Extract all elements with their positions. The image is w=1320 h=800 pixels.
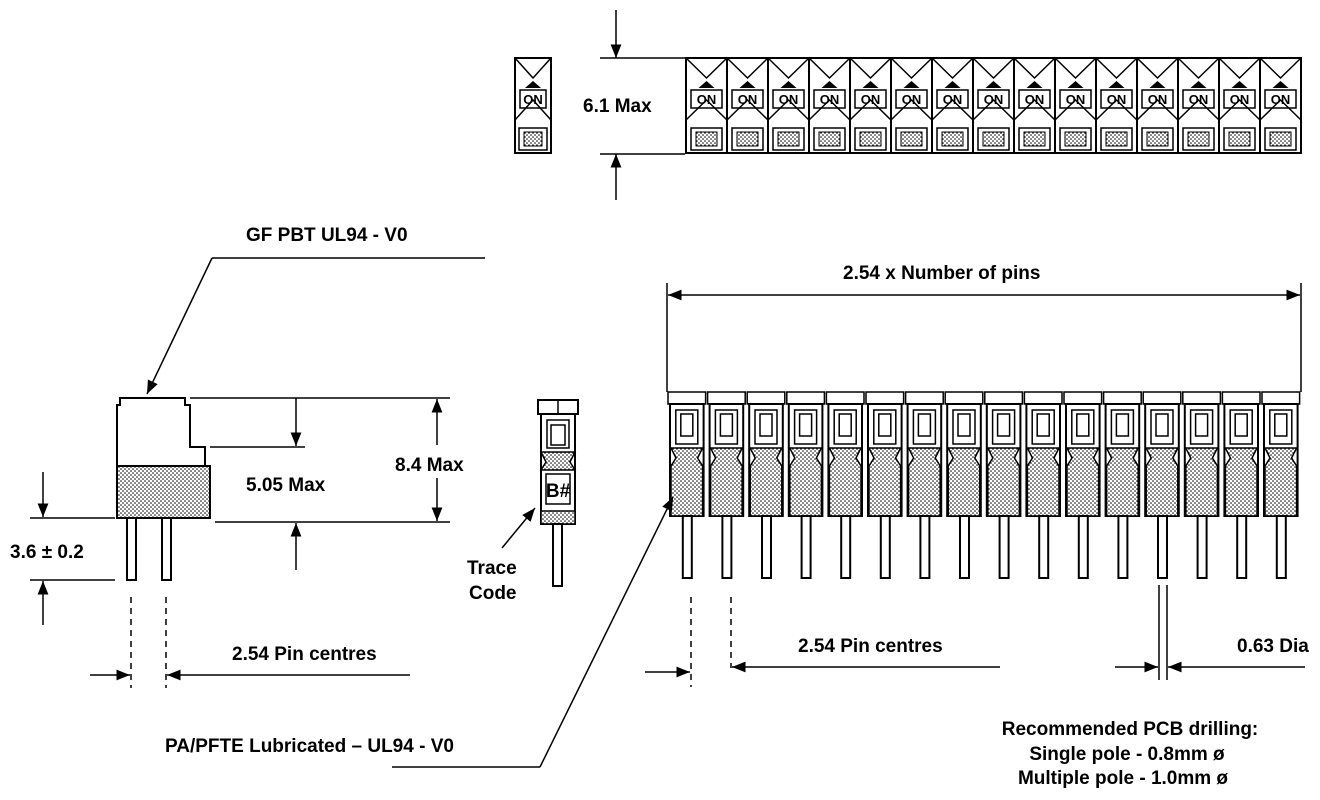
side-view-pin-length-dim: 3.6 ± 0.2 [10,472,115,625]
top-switch-6: ON [890,57,933,154]
top-switch-12: ON [1136,57,1179,154]
slider-material-label: PA/PFTE Lubricated – UL94 - V0 [165,736,454,757]
slider-material-leader: PA/PFTE Lubricated – UL94 - V0 [165,496,674,768]
top-switch-on-label: ON [1189,92,1209,107]
height-5-05-label: 5.05 Max [246,475,326,496]
side-view-material-leader: GF PBT UL94 - V0 [146,225,485,395]
front-switch-4 [786,391,826,579]
front-view-switch-row [667,391,1301,579]
top-switch-on-label: ON [1066,92,1086,107]
front-view-pin-centres-dim: 2.54 Pin centres [645,597,1000,687]
pcb-single-pole: Single pole - 0.8mm ø [1029,744,1225,765]
top-switch-1: ON [685,57,728,154]
top-switch-11: ON [1095,57,1138,154]
slider-detail: B# Trace Code [467,399,579,604]
top-height-label: 6.1 Max [583,96,652,117]
top-switch-10: ON [1054,57,1097,154]
slider-marking: B# [546,481,571,502]
top-switch-2: ON [726,57,769,154]
top-switch-on-label: ON [943,92,963,107]
top-switch-on-label: ON [1107,92,1127,107]
front-switch-14 [1182,391,1222,579]
front-switch-8 [944,391,984,579]
side-view-body [116,397,211,581]
top-switch-4: ON [808,57,851,154]
side-pin-centres-label: 2.54 Pin centres [232,644,377,665]
front-switch-13 [1142,391,1182,579]
front-switch-2 [706,391,746,579]
front-switch-1 [667,391,707,579]
top-switch-15: ON [1259,57,1302,154]
front-width-label: 2.54 x Number of pins [843,263,1040,284]
front-switch-10 [1023,391,1063,579]
top-switch-on-label: ON [1271,92,1291,107]
top-switch-3: ON [767,57,810,154]
pcb-heading: Recommended PCB drilling: [1002,719,1259,740]
top-view-single-switch: ON [514,57,552,154]
top-switch-on-label: ON [1025,92,1045,107]
trace-code-line2: Code [469,583,517,604]
front-switch-3 [746,391,786,579]
pin-length-label: 3.6 ± 0.2 [10,542,84,563]
front-switch-5 [825,391,865,579]
front-switch-9 [984,391,1024,579]
front-view-width-dim: 2.54 x Number of pins [666,263,1302,392]
front-switch-12 [1102,391,1142,579]
top-switch-on-label: ON [1230,92,1250,107]
top-switch-5: ON [849,57,892,154]
top-view-switch-row: ON ON ON ON ON ON ON ON ON ON ON ON ON ON ON [685,57,1302,154]
top-switch-on-label: ON [861,92,881,107]
top-switch-on-label: ON [902,92,922,107]
top-switch-on-label: ON [738,92,758,107]
top-switch-on-label: ON [779,92,799,107]
front-switch-11 [1063,391,1103,579]
body-material-label: GF PBT UL94 - V0 [246,225,408,246]
pin-dia-label: 0.63 Dia [1237,636,1309,657]
top-view-height-dim: 6.1 Max [583,10,685,200]
top-switch-7: ON [931,57,974,154]
front-switch-7 [904,391,944,579]
pcb-drilling-note: Recommended PCB drilling: Single pole - … [1002,719,1259,789]
side-view-height-dims: 8.4 Max 5.05 Max [190,397,464,570]
front-pin-centres-label: 2.54 Pin centres [798,636,943,657]
front-switch-15 [1221,391,1261,579]
front-switch-6 [865,391,905,579]
top-switch-14: ON [1218,57,1261,154]
top-switch-on-label: ON [820,92,840,107]
height-8-4-label: 8.4 Max [395,455,464,476]
single-on-label: ON [523,92,543,107]
side-view-pin-centres-dim: 2.54 Pin centres [90,597,410,688]
trace-code-line1: Trace [467,558,517,579]
top-switch-9: ON [1013,57,1056,154]
front-switch-16 [1261,391,1301,579]
top-switch-8: ON [972,57,1015,154]
top-switch-on-label: ON [1148,92,1168,107]
front-view-pin-dia-dim: 0.63 Dia [1115,585,1309,680]
top-switch-13: ON [1177,57,1220,154]
top-switch-on-label: ON [697,92,717,107]
pcb-multiple-pole: Multiple pole - 1.0mm ø [1018,768,1228,789]
top-switch-on-label: ON [984,92,1004,107]
